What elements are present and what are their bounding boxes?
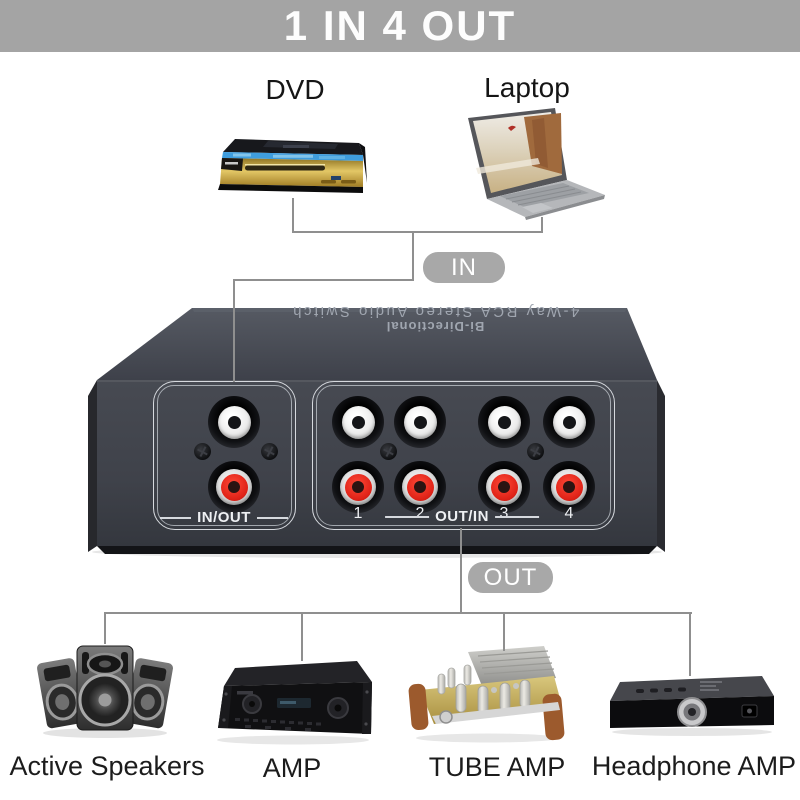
rca-jack-white-2[interactable]	[394, 396, 446, 448]
rca-jack-white[interactable]	[208, 396, 260, 448]
rca-jack-red-1[interactable]	[332, 461, 384, 513]
input-to-switch-line	[233, 279, 235, 382]
tube-amp-branch-line	[503, 612, 505, 651]
laptop-connector-line	[541, 217, 543, 233]
input-drop-line	[412, 231, 414, 281]
dvd-connector-line	[292, 198, 294, 233]
port-number-3: 3	[499, 505, 509, 522]
speakers-branch-line	[104, 612, 106, 644]
out-in-panel-label: OUT/IN	[385, 508, 539, 525]
port-number-4: 4	[564, 505, 574, 522]
out-in-section	[312, 381, 615, 530]
output-bus-line	[104, 612, 692, 614]
amp-label: AMP	[262, 753, 322, 783]
screw	[194, 443, 211, 460]
rca-jack-white-1[interactable]	[332, 396, 384, 448]
port-number-1: 1	[353, 505, 363, 522]
tube-amp-image	[408, 646, 565, 743]
switch-brand-text: Bi-Directional	[385, 319, 485, 334]
dvd-label: DVD	[265, 74, 325, 105]
headphone-amp-label: Headphone AMP	[591, 751, 797, 781]
rca-jack-red-3[interactable]	[478, 461, 530, 513]
out-badge: OUT	[468, 562, 553, 593]
switch-model-text: 4-Way RCA Stereo Audio Switch	[290, 303, 580, 320]
input-bus-line	[292, 231, 543, 233]
rca-jack-red-4[interactable]	[543, 461, 595, 513]
screw	[261, 443, 278, 460]
label-rule	[160, 516, 192, 519]
label-rule	[385, 515, 430, 518]
in-badge: IN	[423, 252, 505, 283]
input-horizontal-line	[233, 279, 414, 281]
rca-jack-white-4[interactable]	[543, 396, 595, 448]
rca-jack-red[interactable]	[208, 461, 260, 513]
switch-to-out-line	[460, 528, 462, 614]
rca-jack-red-2[interactable]	[394, 461, 446, 513]
active-speakers-label: Active Speakers	[9, 751, 205, 781]
in-out-section	[153, 381, 296, 530]
tube-amp-label: TUBE AMP	[428, 752, 566, 782]
page-title: 1 IN 4 OUT	[283, 2, 517, 49]
out-in-text: OUT/IN	[435, 508, 489, 525]
rca-jack-white-3[interactable]	[478, 396, 530, 448]
title-banner: 1 IN 4 OUT	[0, 0, 800, 52]
screw	[527, 443, 544, 460]
port-number-2: 2	[415, 505, 425, 522]
label-rule	[256, 516, 288, 519]
headphone-amp-branch-line	[689, 612, 691, 676]
label-rule	[494, 515, 539, 518]
in-out-text: IN/OUT	[197, 509, 251, 526]
headphone-amp-image	[610, 676, 774, 736]
amp-branch-line	[301, 612, 303, 661]
switch-top-print: Bi-Directional 4-Way RCA Stereo Audio Sw…	[250, 303, 620, 334]
dvd-player-image	[218, 139, 367, 193]
laptop-image	[468, 108, 605, 220]
in-out-panel-label: IN/OUT	[160, 509, 288, 526]
amp-image	[217, 661, 372, 745]
active-speakers-image	[37, 645, 173, 738]
laptop-label: Laptop	[484, 72, 570, 103]
screw	[380, 443, 397, 460]
